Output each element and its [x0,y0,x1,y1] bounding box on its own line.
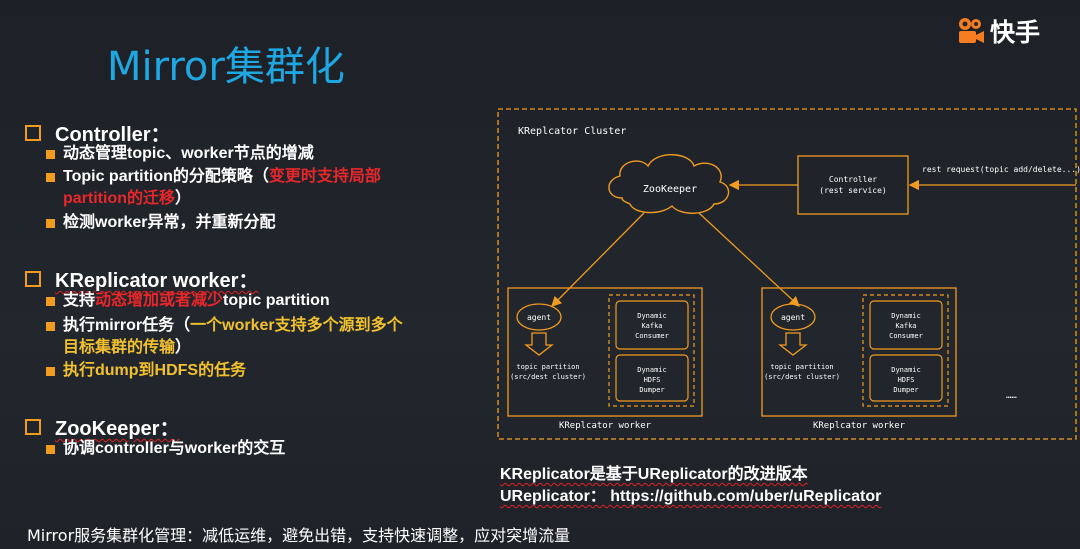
rest-request-label: rest request(topic add/delete...) [922,165,1080,174]
controller-label: Controller [829,175,877,184]
bullet-highlight: 目标集群的传输 [63,339,176,356]
bullet-square-icon [46,150,55,159]
bullet-square-icon [46,322,55,331]
worker-label: KReplcator worker [559,421,652,431]
kafka-consumer-box [869,300,943,350]
dumper-label: HDFS [644,376,661,384]
agent-node [770,303,816,331]
bullet-square-icon [46,445,55,454]
bullet-item: 执行mirror任务（一个worker支持多个源到多个 目标集群的传输） [46,315,476,359]
bullet-text: 动态管理topic、worker节点的增减 [63,145,314,162]
bullet-text: Topic partition的分配策略（变更时支持局部 partition的迁… [63,166,381,210]
agent-node [516,303,562,331]
bullet-item: 执行dump到HDFS的任务 [46,360,246,382]
note-link-line[interactable]: UReplicator： https://github.com/uber/uRe… [500,482,881,506]
zookeeper-cloud-icon [608,154,730,214]
zookeeper-label: ZooKeeper [643,184,697,195]
hdfs-dumper-box [869,354,943,402]
checkbox-outline-icon [25,270,41,287]
agent-label: agent [527,313,551,322]
dumper-label: Dynamic [891,366,921,374]
bullet-text-part: topic partition [223,292,330,309]
bullet-square-icon [46,173,55,182]
partition-label: topic partition [770,363,833,371]
agent-label: agent [781,313,805,322]
consumer-label: Kafka [895,322,916,330]
page-title: Mirror集群化 [107,44,345,90]
cluster-boundary [497,108,1077,440]
bullet-item: Topic partition的分配策略（变更时支持局部 partition的迁… [46,166,466,210]
worker-node: agent topic partition (src/dest cluster)… [761,287,957,431]
consumer-label: Kafka [641,322,662,330]
repo-link[interactable]: UReplicator： https://github.com/uber/uRe… [500,488,882,505]
bullet-text: 协调controller与worker的交互 [63,440,286,457]
kuaishou-logo-icon [959,18,984,43]
dumper-label: Dumper [639,386,664,394]
note-line: KReplicator是基于UReplicator的改进版本 [500,460,808,484]
worker-label: KReplcator worker [813,421,906,431]
section-heading-text: KReplicator worker： [55,270,259,292]
more-workers-ellipsis: …… [1006,391,1017,401]
cluster-label: KReplcator Cluster [518,126,626,137]
zookeeper-to-worker1-arrow [551,212,645,307]
bullet-text: 支持动态增加或者减少topic partition [63,290,330,312]
bullet-square-icon [46,297,55,306]
section-heading-zookeeper: ZooKeeper： [25,412,179,441]
bullet-text-part: ） [175,190,192,207]
architecture-diagram: KReplcator Cluster ZooKeeper Controller … [497,108,1080,440]
worker-node: agent topic partition (src/dest cluster)… [507,287,703,431]
consumer-label: Dynamic [637,312,667,320]
bullet-highlight: 一个worker支持多个源到多个 [190,317,403,334]
bullet-text: 检测worker异常，并重新分配 [63,214,276,231]
bullet-highlight: partition的迁移 [63,190,175,207]
bullet-square-icon [46,219,55,228]
dumper-label: Dumper [893,386,918,394]
partition-label: topic partition [516,363,579,371]
bullet-highlight: 动态增加或者减少 [95,292,224,309]
consumer-label: Consumer [889,332,923,340]
section-heading-controller: Controller： [25,118,171,147]
bullet-highlight: 变更时支持局部 [268,168,381,185]
checkbox-outline-icon [25,418,41,435]
controller-box [797,155,909,215]
checkbox-outline-icon [25,124,41,141]
bullet-text-part: 执行mirror任务（ [63,317,191,334]
bullet-highlight: 执行dump到HDFS的任务 [63,362,247,379]
bullet-item: 支持动态增加或者减少topic partition [46,290,330,312]
down-arrow-icon [524,332,554,356]
bullet-text: 执行mirror任务（一个worker支持多个源到多个 目标集群的传输） [63,315,403,359]
section-heading-text: Controller： [55,124,171,146]
brand-text: 快手 [990,18,1041,47]
bullet-item: 协调controller与worker的交互 [46,438,285,460]
bullet-item: 动态管理topic、worker节点的增减 [46,143,314,165]
hdfs-dumper-box [615,354,689,402]
bullet-text-part: 支持 [63,292,96,309]
down-arrow-icon [778,332,808,356]
section-heading-kreplicator-worker: KReplicator worker： [25,264,258,293]
partition-sublabel: (src/dest cluster) [764,373,840,381]
bullet-text-part: ） [175,339,192,356]
footer-summary: Mirror服务集群化管理：减低运维，避免出错，支持快速调整，应对突增流量 [27,526,571,545]
partition-sublabel: (src/dest cluster) [510,373,586,381]
dumper-label: Dynamic [637,366,667,374]
consumer-label: Dynamic [891,312,921,320]
zookeeper-to-worker2-arrow [698,212,800,307]
brand-logo: 快手 [956,13,1040,49]
bullet-text-part: Topic partition的分配策略（ [63,168,269,185]
bullet-item: 检测worker异常，并重新分配 [46,212,275,234]
controller-sublabel: (rest service) [819,186,886,195]
note-text: KReplicator是基于UReplicator的改进版本 [500,466,808,483]
dumper-label: HDFS [898,376,915,384]
consumer-label: Consumer [635,332,669,340]
section-heading-text: ZooKeeper： [55,418,180,440]
kafka-consumer-box [615,300,689,350]
bullet-square-icon [46,367,55,376]
